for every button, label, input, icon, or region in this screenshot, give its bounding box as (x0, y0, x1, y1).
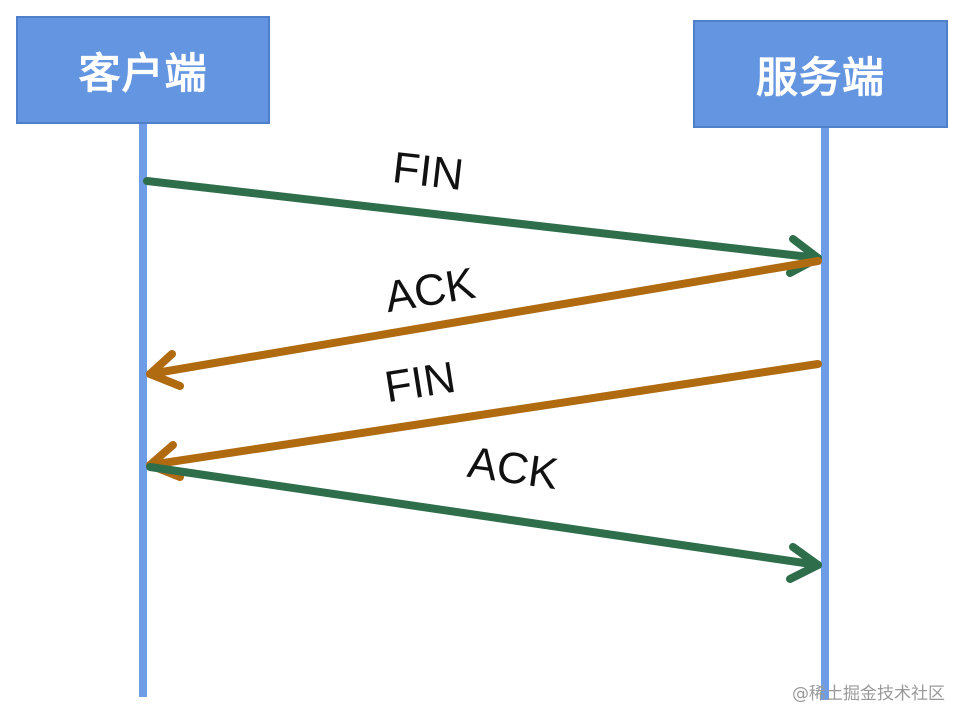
participant-client-label: 客户端 (78, 48, 208, 98)
participant-client: 客户端 (16, 16, 270, 124)
message-1-label: FIN (390, 143, 466, 200)
participant-server-label: 服务端 (755, 52, 885, 102)
message-1-line (143, 177, 822, 262)
message-4: ACK (146, 438, 822, 583)
message-3-line (146, 360, 822, 469)
participant-server: 服务端 (693, 20, 948, 128)
message-4-arrowhead (786, 543, 822, 583)
message-3-label: FIN (381, 353, 459, 412)
message-4-label: ACK (465, 438, 561, 499)
watermark: @稀土掘金技术社区 (792, 684, 945, 704)
message-2-label: ACK (381, 259, 478, 322)
message-1: FIN (143, 143, 822, 277)
message-2: ACK (146, 257, 822, 390)
message-4-line (146, 463, 822, 569)
message-2-line (146, 257, 822, 378)
message-2-arrowhead (146, 350, 184, 390)
